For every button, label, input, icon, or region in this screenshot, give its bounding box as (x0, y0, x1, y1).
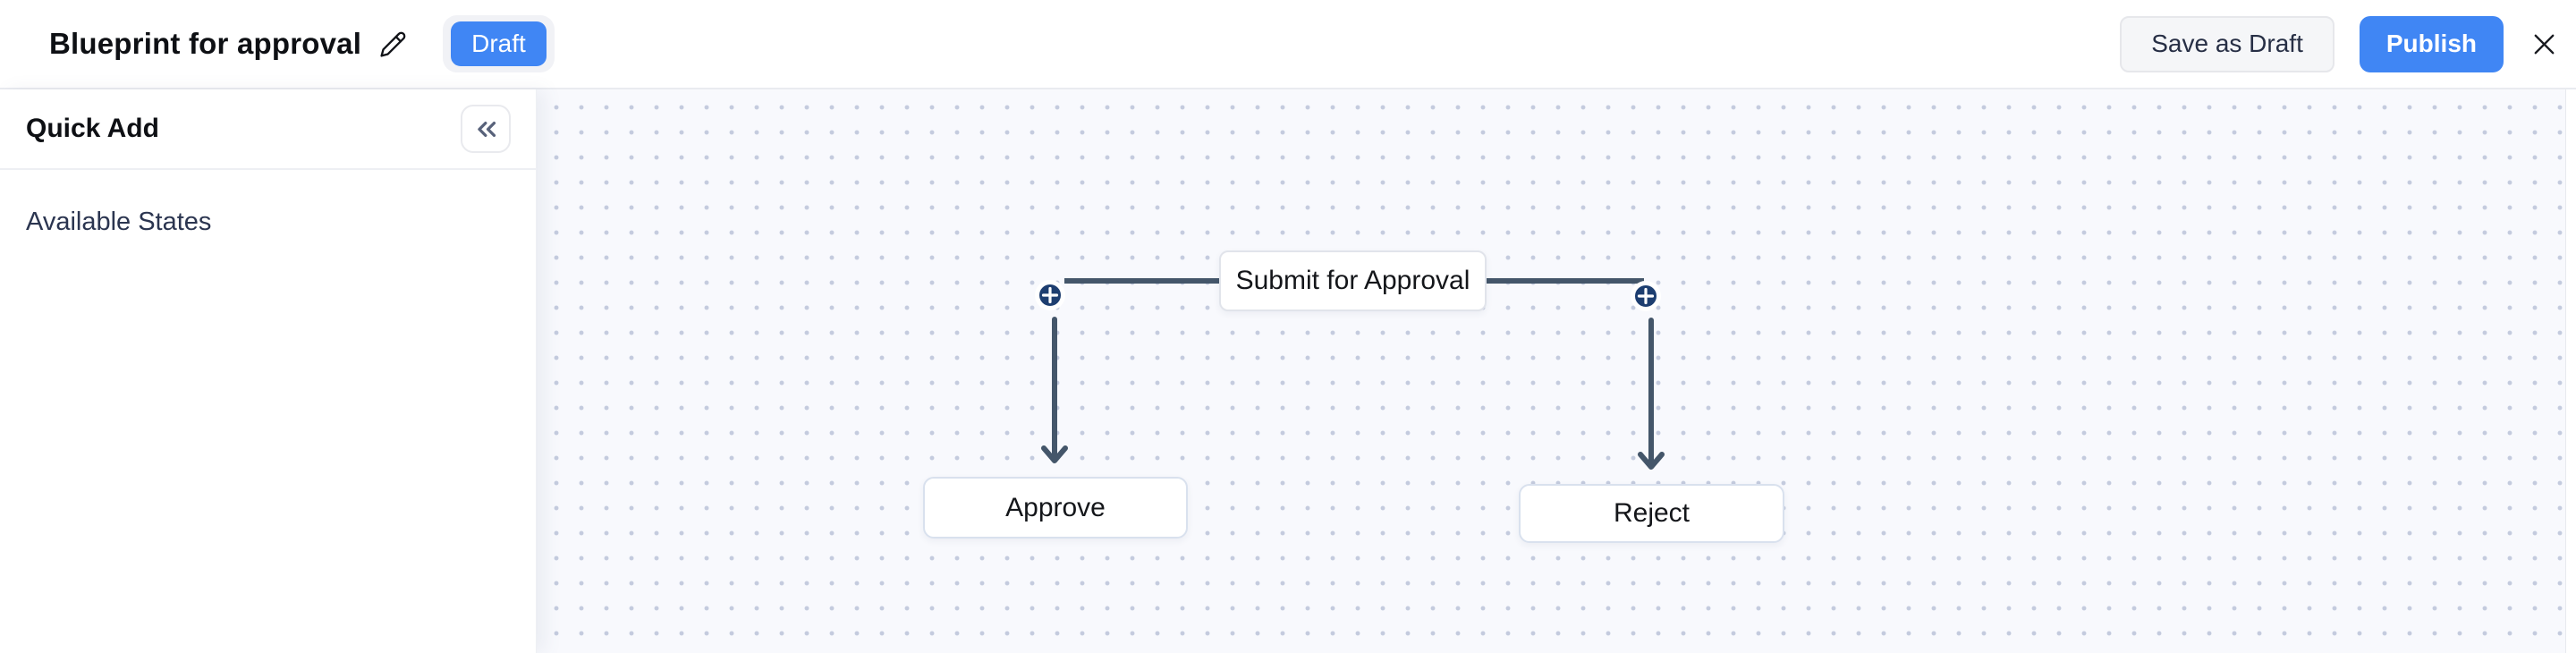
plus-icon (1637, 287, 1655, 305)
connector-arrow-approve (1041, 317, 1068, 463)
state-node-reject[interactable]: Reject (1519, 484, 1784, 543)
edit-title-button[interactable] (379, 30, 407, 58)
close-icon (2530, 30, 2558, 58)
add-transition-button-right[interactable] (1631, 281, 1661, 311)
connector-line-right (1487, 278, 1644, 284)
pencil-icon (379, 30, 407, 58)
publish-button[interactable]: Publish (2359, 15, 2504, 72)
available-states-label: Available States (26, 208, 212, 236)
sidebar-header: Quick Add (0, 89, 536, 170)
plus-icon (1041, 286, 1059, 304)
body-row: Quick Add Available States (0, 89, 2576, 653)
workflow-canvas[interactable]: Submit for Approval Approve Reject (537, 89, 2565, 653)
page-title: Blueprint for approval (49, 27, 362, 60)
save-as-draft-button[interactable]: Save as Draft (2120, 15, 2334, 72)
state-node-approve[interactable]: Approve (923, 477, 1188, 539)
connector-arrow-reject (1638, 318, 1665, 470)
sidebar-content: Available States (0, 170, 536, 275)
close-button[interactable] (2530, 30, 2558, 58)
sidebar-title: Quick Add (26, 114, 159, 143)
header-bar: Blueprint for approval Draft Save as Dra… (0, 0, 2576, 89)
vertical-scrollbar-track[interactable] (2565, 89, 2576, 653)
status-badge-container: Draft (443, 15, 555, 72)
state-node-submit-for-approval[interactable]: Submit for Approval (1219, 250, 1487, 311)
status-badge: Draft (451, 21, 547, 66)
connector-line-left (1064, 278, 1221, 284)
chevrons-left-icon (471, 114, 501, 144)
collapse-sidebar-button[interactable] (461, 105, 511, 153)
add-transition-button-left[interactable] (1035, 280, 1065, 310)
quick-add-sidebar: Quick Add Available States (0, 89, 537, 653)
